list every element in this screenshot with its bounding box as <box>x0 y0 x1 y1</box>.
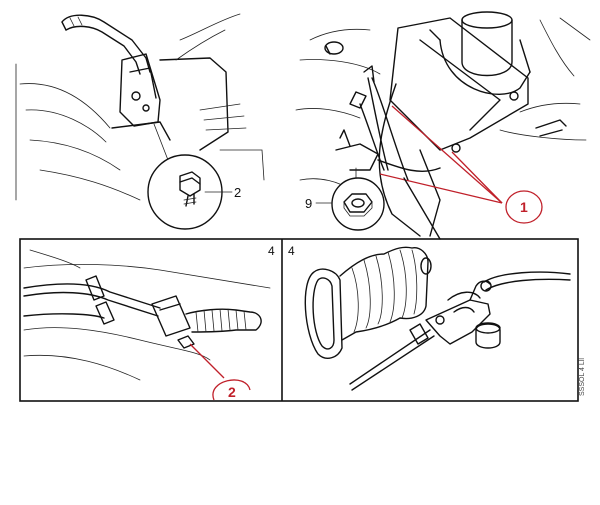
lower-panels-frame <box>19 238 579 402</box>
top-left-view <box>15 13 265 230</box>
panel-label-lower-left: 4 <box>268 244 275 258</box>
nut-icon <box>343 193 373 217</box>
panel-label-lower-right: 4 <box>288 244 295 258</box>
side-code: SSSOL 4 Lll <box>579 358 586 396</box>
bolt-icon <box>179 171 201 207</box>
callout-9-nut: 9 <box>305 196 312 211</box>
callout-2-bolt: 2 <box>234 185 241 200</box>
red-leader-lines <box>379 105 503 204</box>
red-callout-circle-2 <box>212 379 251 401</box>
lower-left-view <box>23 249 271 401</box>
red-callout-1: 1 <box>520 199 528 215</box>
lower-right-view <box>304 246 571 391</box>
detail-connector <box>403 177 441 240</box>
red-callout-2: 2 <box>228 384 236 400</box>
red-callout-circle-1 <box>505 190 543 224</box>
top-right-view <box>295 11 591 237</box>
